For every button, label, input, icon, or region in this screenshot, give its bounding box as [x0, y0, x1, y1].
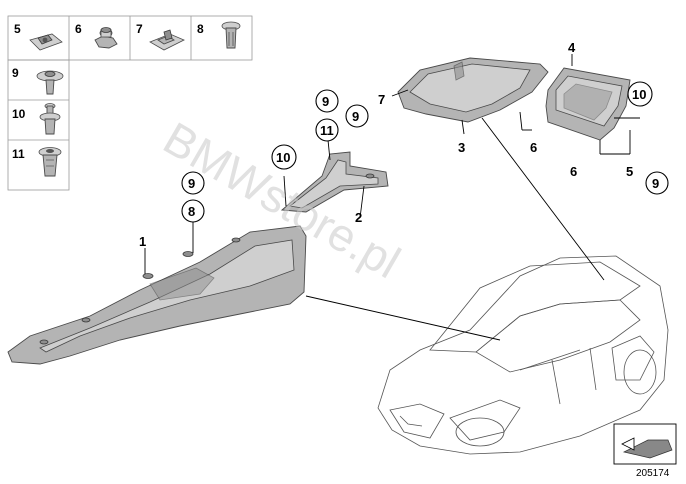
- callouts: 1 2 3 4 5 6 6 7 8 9 9 9 9 10: [139, 40, 669, 249]
- car-illustration: [377, 255, 669, 455]
- duct-cover-part-3[interactable]: [397, 57, 549, 123]
- grid-label-8: 8: [197, 22, 204, 36]
- grid-cell-9[interactable]: 9: [12, 66, 64, 95]
- grid-label-6: 6: [75, 22, 82, 36]
- callout-6-duct[interactable]: 6: [530, 140, 537, 155]
- hex-nut-icon: [94, 27, 118, 49]
- plastic-rivet-icon: [39, 103, 61, 135]
- grid-label-7: 7: [136, 22, 143, 36]
- grid-cell-7[interactable]: 7: [136, 22, 185, 51]
- grid-label-9: 9: [12, 66, 19, 80]
- underbody-panel-part-1[interactable]: [7, 225, 307, 365]
- grid-label-11: 11: [12, 147, 25, 161]
- grid-label-5: 5: [14, 22, 21, 36]
- svg-text:10: 10: [632, 87, 646, 102]
- reference-number: 205174: [636, 468, 670, 479]
- circled-callout-9-panel[interactable]: 9: [181, 171, 205, 195]
- callout-2[interactable]: 2: [355, 210, 362, 225]
- svg-text:9: 9: [352, 109, 359, 124]
- circled-callout-9-duct[interactable]: 9: [345, 104, 369, 128]
- small-parts-grid: 5 6 7: [7, 15, 253, 191]
- reference-box: 205174: [613, 423, 677, 479]
- circled-callout-10-tray[interactable]: 10: [627, 81, 653, 107]
- svg-text:9: 9: [188, 176, 195, 191]
- circled-callout-10-bracket[interactable]: 10: [271, 144, 297, 170]
- grid-cell-11[interactable]: 11: [12, 147, 62, 177]
- svg-text:8: 8: [188, 204, 195, 219]
- push-clip-icon: [36, 70, 64, 95]
- grid-cell-5[interactable]: 5: [14, 22, 63, 51]
- tray-part-4[interactable]: [545, 67, 631, 141]
- grid-label-10: 10: [12, 107, 26, 121]
- callout-4[interactable]: 4: [568, 40, 576, 55]
- grid-cell-10[interactable]: 10: [12, 103, 61, 135]
- callout-5[interactable]: 5: [626, 164, 633, 179]
- circled-callout-9-tray[interactable]: 9: [645, 171, 669, 195]
- svg-text:11: 11: [320, 123, 334, 138]
- callout-7[interactable]: 7: [378, 92, 385, 107]
- callout-1[interactable]: 1: [139, 234, 146, 249]
- svg-text:9: 9: [652, 176, 659, 191]
- clip-nut-icon: [29, 33, 63, 51]
- grid-cell-6[interactable]: 6: [75, 22, 118, 49]
- svg-text:10: 10: [276, 150, 290, 165]
- spring-clip-icon: [149, 29, 185, 51]
- leader-lines: [144, 54, 640, 341]
- circled-callout-11[interactable]: 11: [315, 118, 339, 142]
- circled-callout-9-bracket[interactable]: 9: [315, 89, 339, 113]
- expansion-rivet-icon: [221, 21, 241, 49]
- grid-cell-8[interactable]: 8: [197, 21, 241, 49]
- bracket-part-2[interactable]: [280, 151, 389, 213]
- callout-6-tray[interactable]: 6: [570, 164, 577, 179]
- direction-arrow-icon: [621, 437, 673, 459]
- svg-text:9: 9: [322, 94, 329, 109]
- callout-3[interactable]: 3: [458, 140, 465, 155]
- circled-callout-8[interactable]: 8: [181, 199, 205, 223]
- grommet-nut-icon: [38, 147, 62, 177]
